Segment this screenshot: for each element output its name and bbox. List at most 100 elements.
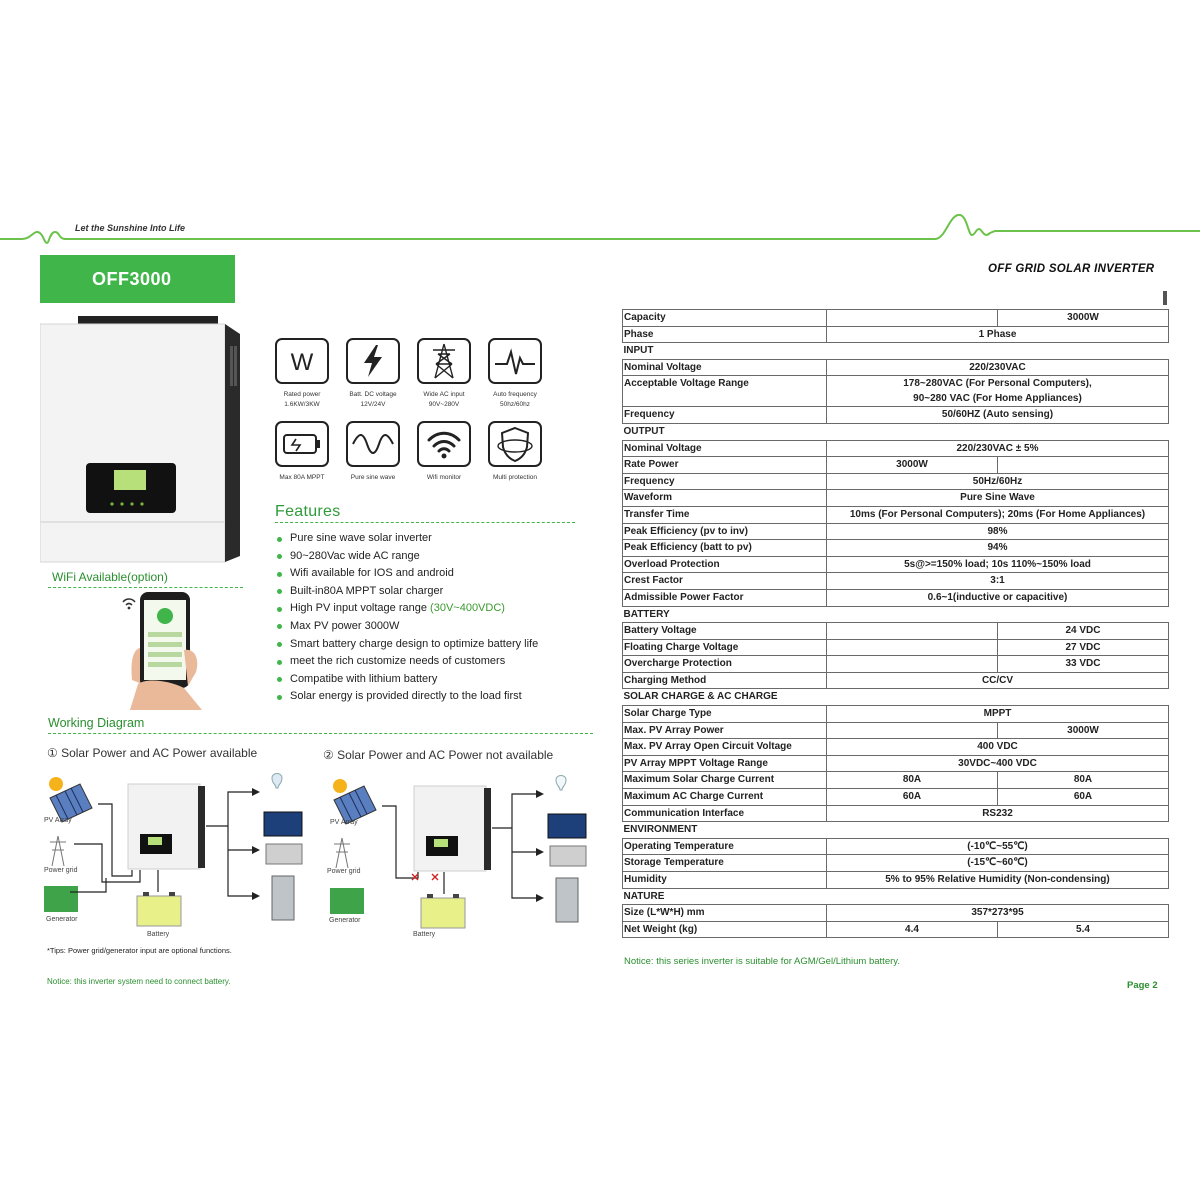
icon-caption: 12V/24V xyxy=(360,401,386,408)
frequency-pulse-icon xyxy=(488,338,542,384)
scroll-thumb[interactable] xyxy=(1163,291,1167,305)
spec-value: RS232 xyxy=(826,804,1169,823)
spec-value: 50Hz/60Hz xyxy=(826,472,1169,491)
spec-value: 80A xyxy=(826,771,998,790)
spec-row: Max. PV Array Power 3000W xyxy=(622,721,1169,740)
spec-section-row: ENVIRONMENT xyxy=(622,821,1169,839)
tips-note: *Tips: Power grid/generator input are op… xyxy=(47,946,232,955)
spec-section-title: BATTERY xyxy=(622,605,1169,624)
spec-key: Net Weight (kg) xyxy=(622,920,827,939)
spec-key: Overcharge Protection xyxy=(622,655,827,673)
icon-caption: 1.6KW/3KW xyxy=(284,401,320,408)
case-1-title: ① Solar Power and AC Power available xyxy=(47,746,258,760)
pv-array-label: PV Array xyxy=(330,819,358,826)
spec-value: 24 VDC xyxy=(997,622,1169,640)
spec-value: (-15℃~60℃) xyxy=(826,854,1169,872)
spec-value: 178~280VAC (For Personal Computers),90~2… xyxy=(826,375,1169,408)
pv-array-label: PV Array xyxy=(44,817,72,824)
spec-value: 357*273*95 xyxy=(826,904,1169,922)
generator-label: Generator xyxy=(46,916,78,923)
spec-key: Communication Interface xyxy=(622,804,827,823)
header-wave-line xyxy=(0,213,1200,245)
spec-section-title: INPUT xyxy=(622,342,1169,360)
spec-key: Storage Temperature xyxy=(622,854,827,872)
spec-key: Charging Method xyxy=(622,671,827,690)
battery-notice: Notice: this inverter system need to con… xyxy=(47,977,231,986)
feature-item: Compatibe with lithium battery xyxy=(277,671,538,689)
spec-key: Rate Power xyxy=(622,456,827,474)
battery-label: Battery xyxy=(413,931,436,938)
spec-section-title: ENVIRONMENT xyxy=(622,821,1169,839)
feature-item: Solar energy is provided directly to the… xyxy=(277,688,538,706)
document-title: OFF GRID SOLAR INVERTER xyxy=(988,263,1155,275)
spec-value: 0.6~1(inductive or capacitive) xyxy=(826,588,1169,607)
spec-value: 80A xyxy=(997,771,1169,790)
spec-value: 60A xyxy=(826,788,998,806)
spec-key: Phase xyxy=(622,325,827,344)
spec-key: Solar Charge Type xyxy=(622,705,827,723)
spec-value: 220/230VAC xyxy=(826,358,1169,377)
dc-voltage-feature: Batt. DC voltage 12V/24V xyxy=(333,338,413,410)
watt-icon: W xyxy=(275,338,329,384)
spec-value: 33 VDC xyxy=(997,655,1169,673)
wifi-heading: WiFi Available(option) xyxy=(52,570,168,584)
sine-wave-icon xyxy=(346,421,400,467)
spec-key: Frequency xyxy=(622,472,827,491)
spec-value: 94% xyxy=(826,539,1169,557)
spec-key: Crest Factor xyxy=(622,572,827,590)
spec-section-row: BATTERY xyxy=(622,605,1169,624)
spec-value: CC/CV xyxy=(826,671,1169,690)
spec-value: 5s@>=150% load; 10s 110%~150% load xyxy=(826,555,1169,574)
feature-item: Max PV power 3000W xyxy=(277,618,538,636)
icon-caption: Batt. DC voltage xyxy=(349,391,397,398)
generator-label: Generator xyxy=(329,917,361,924)
svg-text:W: W xyxy=(291,349,314,376)
feature-item: Smart battery charge design to optimize … xyxy=(277,636,538,654)
spec-value: 400 VDC xyxy=(826,738,1169,756)
wifi-monitor-feature: Wifi monitor xyxy=(404,421,484,483)
spec-key: Peak Efficiency (batt to pv) xyxy=(622,539,827,557)
working-diagram-divider xyxy=(48,733,593,734)
spec-value: 50/60HZ (Auto sensing) xyxy=(826,406,1169,424)
diagram-solar-ac-available xyxy=(44,773,303,927)
wifi-icon xyxy=(417,421,471,467)
spec-value xyxy=(826,721,998,740)
spec-key: Max. PV Array Power xyxy=(622,721,827,740)
battery-label: Battery xyxy=(147,931,170,938)
model-badge: OFF3000 xyxy=(40,255,235,303)
diagram-solar-ac-not-available xyxy=(330,775,587,929)
spec-value: 3000W xyxy=(997,721,1169,740)
tagline: Let the Sunshine Into Life xyxy=(75,223,185,233)
spec-value: (-10℃~55℃) xyxy=(826,837,1169,856)
spec-key: Operating Temperature xyxy=(622,837,827,856)
spec-value: 220/230VAC ± 5% xyxy=(826,439,1169,458)
icon-caption: Max 80A MPPT xyxy=(279,474,325,481)
spec-value: 3000W xyxy=(997,309,1169,327)
spec-value xyxy=(826,655,998,673)
spec-key: Size (L*W*H) mm xyxy=(622,904,827,922)
icon-caption: Auto frequency xyxy=(493,391,537,398)
spec-section-row: SOLAR CHARGE & AC CHARGE xyxy=(622,688,1169,707)
case-2-title: ② Solar Power and AC Power not available xyxy=(323,748,554,762)
power-tower-icon xyxy=(417,338,471,384)
spec-key: Overload Protection xyxy=(622,555,827,574)
working-diagram-heading: Working Diagram xyxy=(48,716,145,730)
spec-key: Admissible Power Factor xyxy=(622,588,827,607)
sine-wave-feature: Pure sine wave xyxy=(333,421,413,483)
spec-key: Frequency xyxy=(622,406,827,424)
